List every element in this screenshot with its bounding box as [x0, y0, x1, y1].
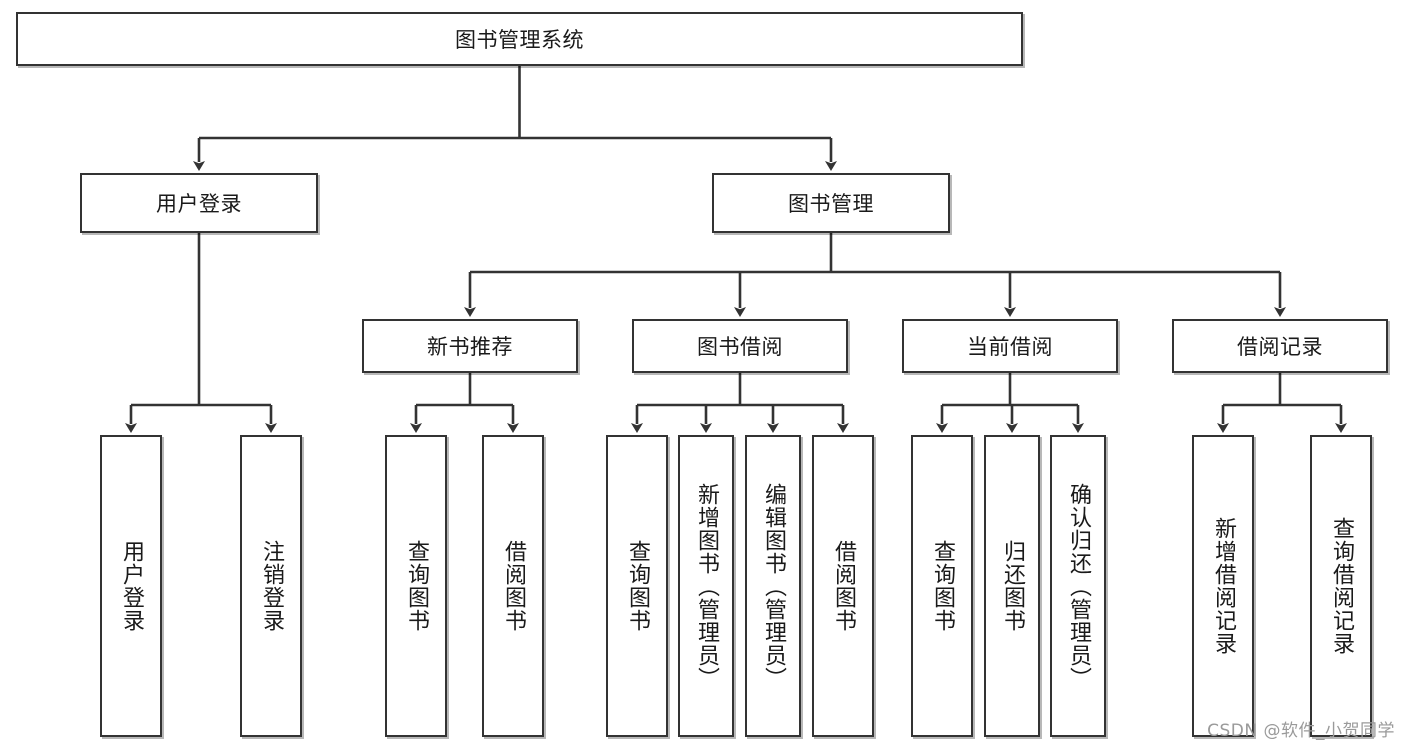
node-label: 编辑图书（管理员）: [760, 482, 786, 690]
node-label: 借阅记录: [1237, 335, 1323, 359]
node-leaf-bb-query[interactable]: 查询图书: [606, 435, 668, 737]
node-leaf-user-logout[interactable]: 注销登录: [240, 435, 302, 737]
node-label: 用户登录: [118, 540, 144, 632]
node-leaf-cb-query[interactable]: 查询图书: [911, 435, 973, 737]
node-borrow-record[interactable]: 借阅记录: [1172, 319, 1388, 373]
node-book-manage[interactable]: 图书管理: [712, 173, 950, 233]
node-user-login[interactable]: 用户登录: [80, 173, 318, 233]
node-leaf-rec-query[interactable]: 查询图书: [385, 435, 447, 737]
node-label: 归还图书: [999, 540, 1025, 632]
node-label: 注销登录: [258, 540, 284, 632]
node-label: 用户登录: [156, 192, 242, 216]
node-leaf-rec-borrow[interactable]: 借阅图书: [482, 435, 544, 737]
node-leaf-user-login[interactable]: 用户登录: [100, 435, 162, 737]
node-label: 查询图书: [929, 540, 955, 632]
node-label: 图书管理系统: [455, 28, 584, 52]
node-leaf-bb-add[interactable]: 新增图书（管理员）: [678, 435, 734, 737]
node-root[interactable]: 图书管理系统: [16, 12, 1023, 66]
node-leaf-br-add[interactable]: 新增借阅记录: [1192, 435, 1254, 737]
node-book-borrow[interactable]: 图书借阅: [632, 319, 848, 373]
node-label: 借阅图书: [500, 540, 526, 632]
node-leaf-cb-confirm[interactable]: 确认归还（管理员）: [1050, 435, 1106, 737]
node-label: 图书借阅: [697, 335, 783, 359]
node-leaf-bb-edit[interactable]: 编辑图书（管理员）: [745, 435, 801, 737]
node-label: 借阅图书: [830, 540, 856, 632]
node-label: 查询借阅记录: [1328, 517, 1354, 655]
node-label: 新书推荐: [427, 335, 513, 359]
node-label: 新增图书（管理员）: [693, 482, 719, 690]
node-new-book-rec[interactable]: 新书推荐: [362, 319, 578, 373]
node-current-borrow[interactable]: 当前借阅: [902, 319, 1118, 373]
node-label: 新增借阅记录: [1210, 517, 1236, 655]
node-label: 图书管理: [788, 192, 874, 216]
node-label: 确认归还（管理员）: [1065, 482, 1091, 690]
node-leaf-br-query[interactable]: 查询借阅记录: [1310, 435, 1372, 737]
node-leaf-cb-return[interactable]: 归还图书: [984, 435, 1040, 737]
watermark: CSDN @软件_小贺同学: [1207, 721, 1395, 741]
node-label: 查询图书: [403, 540, 429, 632]
node-label: 当前借阅: [967, 335, 1053, 359]
node-label: 查询图书: [624, 540, 650, 632]
node-leaf-bb-borrow[interactable]: 借阅图书: [812, 435, 874, 737]
